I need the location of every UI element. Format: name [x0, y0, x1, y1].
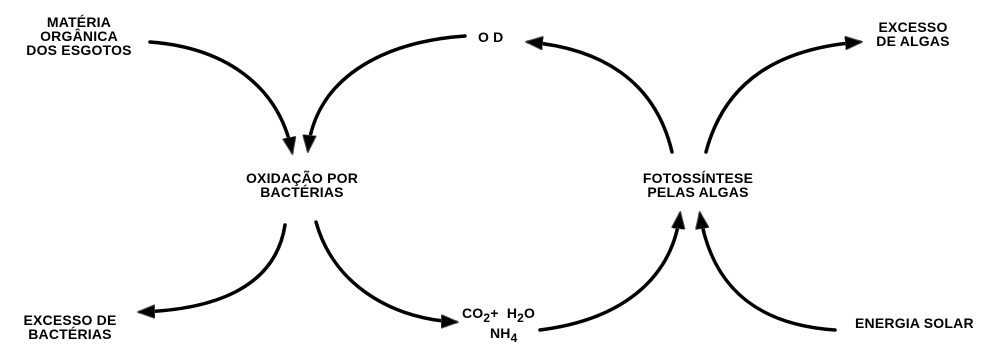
- node-oxidacao: OXIDAÇÃO POR BACTÉRIAS: [232, 171, 372, 199]
- node-excesso-bacterias-line-1: EXCESSO DE: [23, 312, 117, 328]
- node-excesso-algas: EXCESSO DE ALGAS: [868, 20, 958, 48]
- arrow-oxidacao-to-excesso-bacterias: [140, 223, 287, 312]
- node-energia-solar: ENERGIA SOLAR: [855, 315, 974, 331]
- arrow-oxidacao-to-nutrientes: [314, 220, 456, 322]
- h2o-tail: O: [524, 305, 536, 321]
- nh4-subscript: 4: [510, 331, 518, 345]
- node-nutrientes: CO2+ H2O NH4: [462, 305, 562, 344]
- h2o-label: H: [506, 305, 518, 321]
- nutrientes-line-1: CO2+ H2O: [462, 305, 562, 324]
- co2-subscript: 2: [483, 311, 491, 325]
- node-materia-line-3: DOS ESGOTOS: [26, 42, 132, 58]
- node-fotossintese: FOTOSSÍNTESE PELAS ALGAS: [638, 171, 758, 199]
- node-excesso-algas-line-1: EXCESSO: [878, 19, 948, 35]
- node-fotossintese-line-2: PELAS ALGAS: [647, 184, 749, 200]
- plus-sign: +: [490, 305, 499, 321]
- node-fotossintese-line-1: FOTOSSÍNTESE: [642, 170, 754, 186]
- node-oxidacao-line-1: OXIDAÇÃO POR: [245, 170, 359, 186]
- node-materia-line-2: ORGÂNICA: [40, 28, 118, 44]
- h2o-subscript: 2: [517, 311, 525, 325]
- node-oxidacao-line-2: BACTÉRIAS: [260, 184, 344, 200]
- node-materia-organica: MATÉRIA ORGÂNICA DOS ESGOTOS: [8, 15, 150, 57]
- node-excesso-bacterias-line-2: BACTÉRIAS: [28, 326, 112, 342]
- arrow-fotossintese-to-excesso-algas: [704, 42, 860, 154]
- nh4-label: NH: [490, 325, 511, 341]
- co2-label: CO: [462, 305, 484, 321]
- node-excesso-bacterias: EXCESSO DE BACTÉRIAS: [10, 313, 130, 341]
- nutrientes-line-2: NH4: [462, 325, 562, 344]
- arrow-od-to-oxidacao: [308, 34, 467, 150]
- node-materia-line-1: MATÉRIA: [46, 14, 112, 30]
- arrow-fotossintese-to-od: [528, 42, 674, 154]
- arrow-energia-to-fotossintese: [700, 214, 837, 332]
- node-od: O D: [478, 29, 504, 45]
- node-excesso-algas-line-2: DE ALGAS: [876, 33, 950, 49]
- arrow-nutrientes-to-fotossintese: [538, 214, 680, 332]
- arrow-materia-to-oxidacao: [148, 40, 292, 152]
